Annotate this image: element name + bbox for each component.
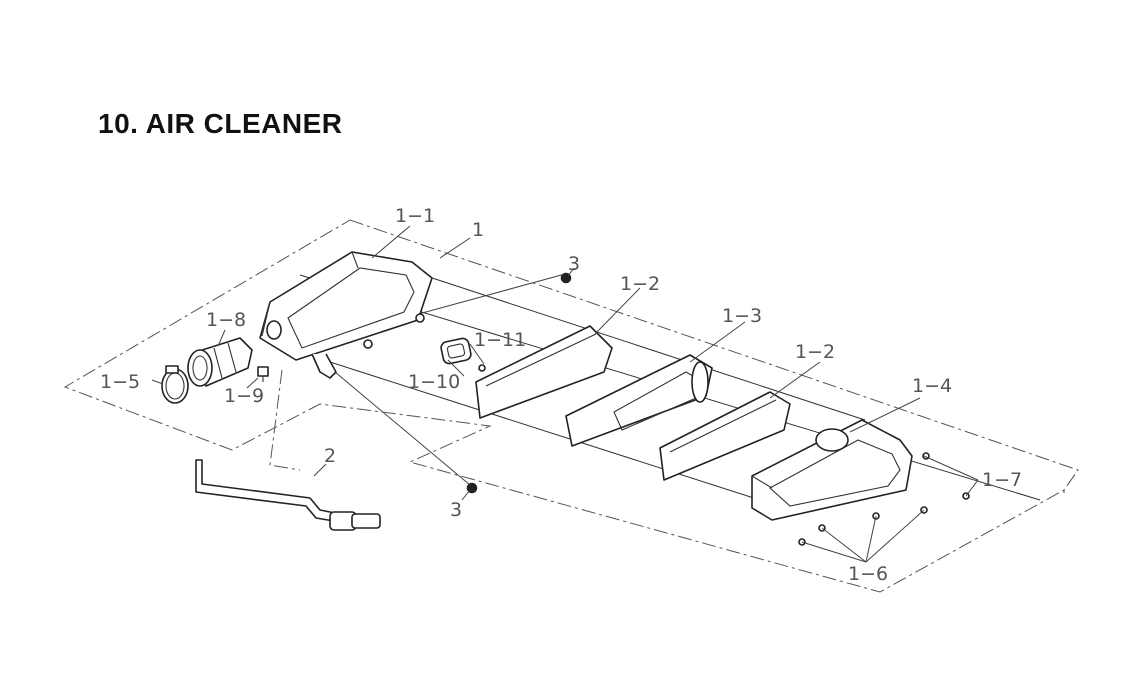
label-1-1: 1−1: [395, 205, 435, 227]
label-1: 1: [472, 219, 484, 241]
hose-leader-dashed: [269, 369, 301, 471]
label-1-11: 1−11: [474, 329, 526, 351]
air-box-housing: [259, 251, 433, 379]
label-1-6: 1−6: [848, 563, 888, 585]
leader-lines: [151, 225, 1065, 563]
screw-1-11: [478, 364, 486, 372]
breather-hose: [195, 459, 381, 531]
hose-clamp: [161, 365, 189, 404]
explode-axis-lower: [329, 361, 761, 501]
label-1-9: 1−9: [224, 385, 264, 407]
filter-element: [565, 354, 713, 447]
label-1-2-rear: 1−2: [795, 341, 835, 363]
page-title: 10. AIR CLEANER: [98, 108, 343, 139]
screw-axis-bottom: [334, 371, 471, 486]
label-1-2-front: 1−2: [620, 273, 660, 295]
filter-sheet-rear: [659, 391, 791, 481]
explode-axis-middle: [419, 273, 866, 421]
drain-plug: [257, 366, 269, 382]
label-1-5: 1−5: [100, 371, 140, 393]
filter-sheet-front: [475, 325, 613, 419]
assembly-boundary: [63, 219, 1079, 593]
air-box-cover: [751, 419, 913, 521]
label-1-8: 1−8: [206, 309, 246, 331]
label-1-7: 1−7: [982, 469, 1022, 491]
label-3-top: 3: [568, 253, 580, 275]
label-1-10: 1−10: [408, 371, 460, 393]
label-1-4: 1−4: [912, 375, 952, 397]
grommet: [440, 337, 472, 365]
label-3-bottom: 3: [450, 499, 462, 521]
label-2: 2: [324, 445, 336, 467]
intake-boot: [187, 337, 253, 387]
label-1-3: 1−3: [722, 305, 762, 327]
